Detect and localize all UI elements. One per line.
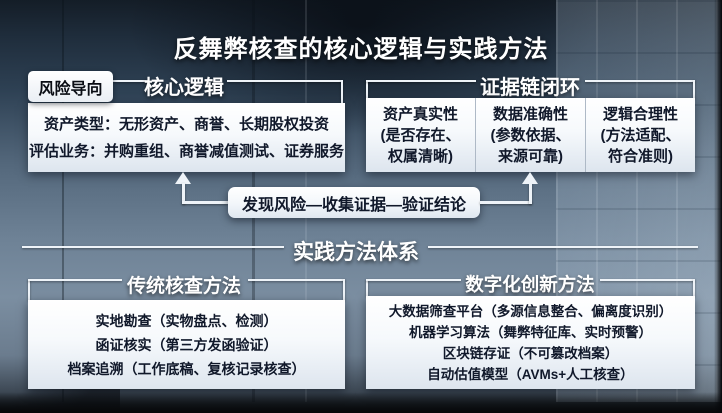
flow-process-box: 发现风险—收集证据—验证结论 (228, 187, 480, 218)
traditional-methods-panel: 实地勘查（实物盘点、检测） 函证核实（第三方发函验证） 档案追溯（工作底稿、复核… (28, 300, 345, 389)
traditional-methods-header: 传统核查方法 (126, 276, 242, 297)
core-logic-line: 评估业务：并购重组、商誉减值测试、证券服务 (28, 142, 344, 160)
practice-header-line-left (22, 246, 284, 248)
evidence-frame-corner-left (366, 80, 368, 99)
core-logic-panel: 资产类型：无形资产、商誉、长期股权投资 评估业务：并购重组、商誉减值测试、证券服… (28, 103, 345, 172)
traditional-header-line-right (248, 279, 345, 281)
traditional-method-item: 档案追溯（工作底稿、复核记录核查） (67, 360, 306, 377)
evidence-chain-panel: 资产真实性 (是否存在、 权属清晰) 数据准确性 (参数依据、 来源可靠) 逻辑… (366, 98, 695, 172)
background-right-edge (714, 0, 722, 413)
core-logic-frame-corner (341, 80, 343, 104)
evidence-column-sub: (方法适配、 (600, 126, 681, 144)
page-title: 反舞弊核查的核心逻辑与实践方法 (173, 36, 549, 63)
background-wall-seam (62, 0, 64, 402)
evidence-column-sub: (参数依据、 (490, 126, 571, 144)
up-arrow-icon (175, 172, 191, 184)
evidence-column-sub: (是否存在、 (380, 126, 461, 144)
digital-method-item: 大数据筛查平台（多源信息整合、偏离度识别） (388, 303, 673, 319)
core-logic-header: 核心逻辑 (144, 77, 224, 99)
evidence-frame-corner-right (693, 80, 695, 99)
traditional-frame-corner-left (28, 279, 30, 301)
flow-connector-right-horizontal (480, 201, 532, 204)
flow-connector-right-vertical (529, 183, 532, 204)
practice-system-header: 实践方法体系 (293, 241, 419, 264)
digital-header-line-right (600, 279, 695, 281)
digital-method-item: 区块链存证（不可篡改档案） (442, 345, 619, 361)
evidence-column-title: 资产真实性 (382, 105, 458, 123)
core-logic-header-line-left (113, 80, 148, 82)
digital-frame-corner-left (366, 279, 368, 297)
flow-connector-left-vertical (182, 183, 185, 204)
evidence-column-sub: 权属清晰) (388, 147, 453, 165)
practice-header-line-right (428, 246, 698, 248)
digital-methods-header: 数字化创新方法 (465, 274, 595, 295)
core-logic-line: 资产类型：无形资产、商誉、长期股权投资 (43, 115, 329, 133)
evidence-column-sub: 来源可靠) (498, 147, 563, 165)
evidence-chain-header: 证据链闭环 (480, 77, 580, 99)
traditional-method-item: 实地勘查（实物盘点、检测） (95, 312, 278, 329)
evidence-column-accuracy: 数据准确性 (参数依据、 来源可靠) (475, 98, 585, 172)
digital-method-item: 机器学习算法（舞弊特征库、实时预警） (409, 324, 652, 340)
flow-connector-left-horizontal (182, 201, 228, 204)
evidence-column-rationality: 逻辑合理性 (方法适配、 符合准则) (585, 98, 695, 172)
evidence-header-line-right (585, 80, 695, 82)
traditional-method-item: 函证核实（第三方发函验证） (95, 336, 278, 353)
up-arrow-icon (522, 172, 538, 184)
digital-methods-panel: 大数据筛查平台（多源信息整合、偏离度识别） 机器学习算法（舞弊特征库、实时预警）… (366, 296, 695, 389)
traditional-frame-corner-right (343, 279, 345, 301)
evidence-column-title: 逻辑合理性 (602, 105, 678, 123)
evidence-column-authenticity: 资产真实性 (是否存在、 权属清晰) (366, 98, 475, 172)
background-floor-shadow (0, 392, 722, 413)
digital-header-line-left (366, 279, 461, 281)
core-logic-header-line-right (227, 80, 343, 82)
evidence-column-title: 数据准确性 (492, 105, 568, 123)
risk-orientation-badge: 风险导向 (28, 71, 113, 102)
digital-frame-corner-right (693, 279, 695, 297)
traditional-header-line-left (28, 279, 122, 281)
evidence-column-sub: 符合准则) (608, 147, 673, 165)
evidence-header-line-left (366, 80, 476, 82)
digital-method-item: 自动估值模型（AVMs+人工核查） (427, 366, 634, 382)
